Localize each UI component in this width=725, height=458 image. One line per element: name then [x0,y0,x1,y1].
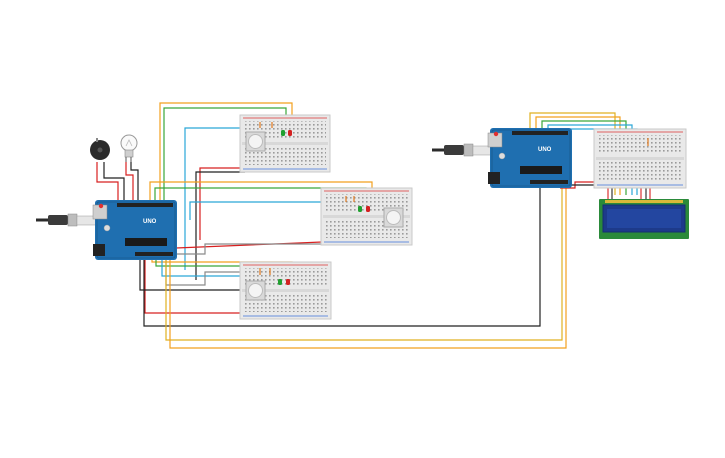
push-button-icon[interactable] [383,207,404,228]
uno-logo-text: UNO [143,219,157,225]
wire-red-bulb[interactable] [125,162,134,205]
wire-black-top[interactable] [195,171,245,280]
arduino-uno-right[interactable]: UNO [487,128,572,188]
wire-red-top[interactable] [199,167,245,240]
wire-black-buzzer[interactable] [103,162,125,205]
light-bulb-icon[interactable] [120,134,138,162]
wire-black-bot[interactable] [139,258,245,291]
wire-orange-long-2[interactable] [169,188,567,349]
piezo-buzzer-icon[interactable] [90,138,110,160]
wires [96,102,651,349]
wire-red-buzzer[interactable] [96,162,119,205]
push-button-icon[interactable] [245,280,266,301]
uno-logo-text: UNO [538,147,552,153]
lcd-display[interactable] [599,199,689,239]
arduino-uno-left[interactable]: UNO [92,200,177,260]
usb-cable-icon [432,143,493,157]
resistor-icon [259,122,649,275]
wire-gray-mid[interactable] [176,243,322,255]
breadboard-right[interactable] [593,128,687,189]
wire-blue-bot[interactable] [161,258,275,277]
wire-orange-top[interactable] [159,102,293,205]
wire-black-long[interactable] [143,188,541,327]
wire-red-bot[interactable] [144,258,245,314]
breadboard-top[interactable] [239,114,331,173]
usb-cable-icon [36,213,97,227]
wire-red-mid[interactable] [175,241,323,249]
wire-yellow-long-1[interactable] [165,188,563,341]
led-icon[interactable] [278,130,370,285]
push-button-icon[interactable] [245,131,266,152]
wire-black-bulb[interactable] [130,162,139,205]
